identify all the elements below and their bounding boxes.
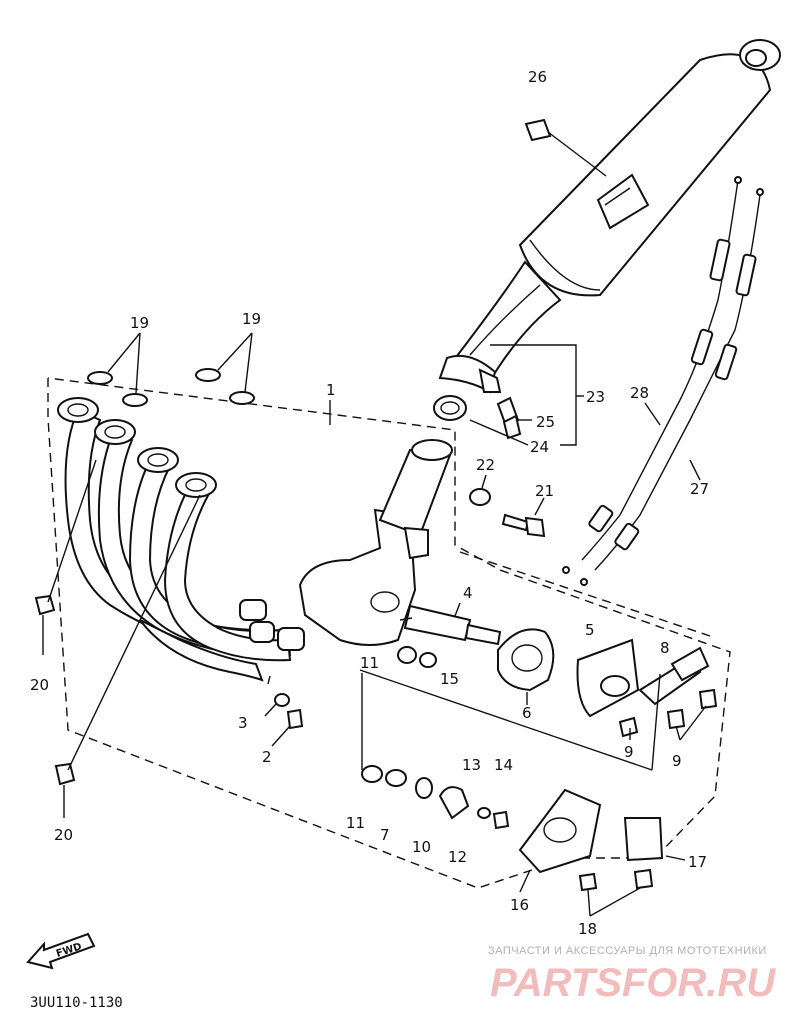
- bolt-25: [496, 396, 522, 440]
- label-11a: 11: [360, 654, 379, 672]
- label-19a: 19: [130, 314, 149, 332]
- fwd-arrow-icon: FWD: [26, 932, 96, 970]
- label-12: 12: [448, 848, 467, 866]
- bolt-2-nut-3: [264, 675, 304, 747]
- cables: [562, 176, 764, 586]
- label-3: 3: [238, 714, 248, 732]
- label-7: 7: [380, 826, 390, 844]
- label-19b: 19: [242, 310, 261, 328]
- label-6: 6: [522, 704, 532, 722]
- shaft-4: [397, 602, 502, 668]
- label-20b: 20: [54, 826, 73, 844]
- label-1: 1: [326, 381, 336, 399]
- assembly-outline: [47, 377, 731, 889]
- callout-23-24-25: [469, 344, 584, 446]
- muffler: [433, 39, 781, 421]
- label-11b: 11: [346, 814, 365, 832]
- nuts-20: [34, 459, 201, 818]
- label-27: 27: [690, 480, 709, 498]
- label-13: 13: [462, 756, 481, 774]
- label-18: 18: [578, 920, 597, 938]
- label-23: 23: [586, 388, 605, 406]
- collector: [298, 439, 453, 646]
- bolt-26: [524, 118, 607, 177]
- label-22: 22: [476, 456, 495, 474]
- label-20a: 20: [30, 676, 49, 694]
- gaskets-19: [87, 332, 255, 407]
- label-10: 10: [412, 838, 431, 856]
- label-14: 14: [494, 756, 513, 774]
- watermark-brand: PARTSFOR.RU: [490, 961, 776, 1005]
- label-9b: 9: [672, 752, 682, 770]
- label-4: 4: [463, 584, 473, 602]
- diagram-code: 3UU110-1130: [30, 995, 123, 1011]
- part-labels: 1 2 3 4 5 6 7 8 9 9 10 11 11 12 13 14 15…: [30, 68, 709, 938]
- label-21: 21: [535, 482, 554, 500]
- label-16: 16: [510, 896, 529, 914]
- servo-motor-16: [518, 788, 686, 917]
- label-24: 24: [530, 438, 549, 456]
- label-9a: 9: [624, 743, 634, 761]
- gasket-6: [497, 628, 555, 705]
- label-28: 28: [630, 384, 649, 402]
- pulley-group: [359, 669, 661, 830]
- label-17: 17: [688, 853, 707, 871]
- bolt-21-washer-22: [469, 474, 546, 538]
- label-2: 2: [262, 748, 272, 766]
- label-26: 26: [528, 68, 547, 86]
- label-15: 15: [440, 670, 459, 688]
- label-25: 25: [536, 413, 555, 431]
- watermark-tagline: ЗАПЧАСТИ И АКСЕССУАРЫ ДЛЯ МОТОТЕХНИКИ: [488, 945, 767, 957]
- label-5: 5: [585, 621, 595, 639]
- label-8: 8: [660, 639, 670, 657]
- exhaust-header-pipes: [57, 397, 305, 682]
- servo-bracket-5: [576, 638, 718, 741]
